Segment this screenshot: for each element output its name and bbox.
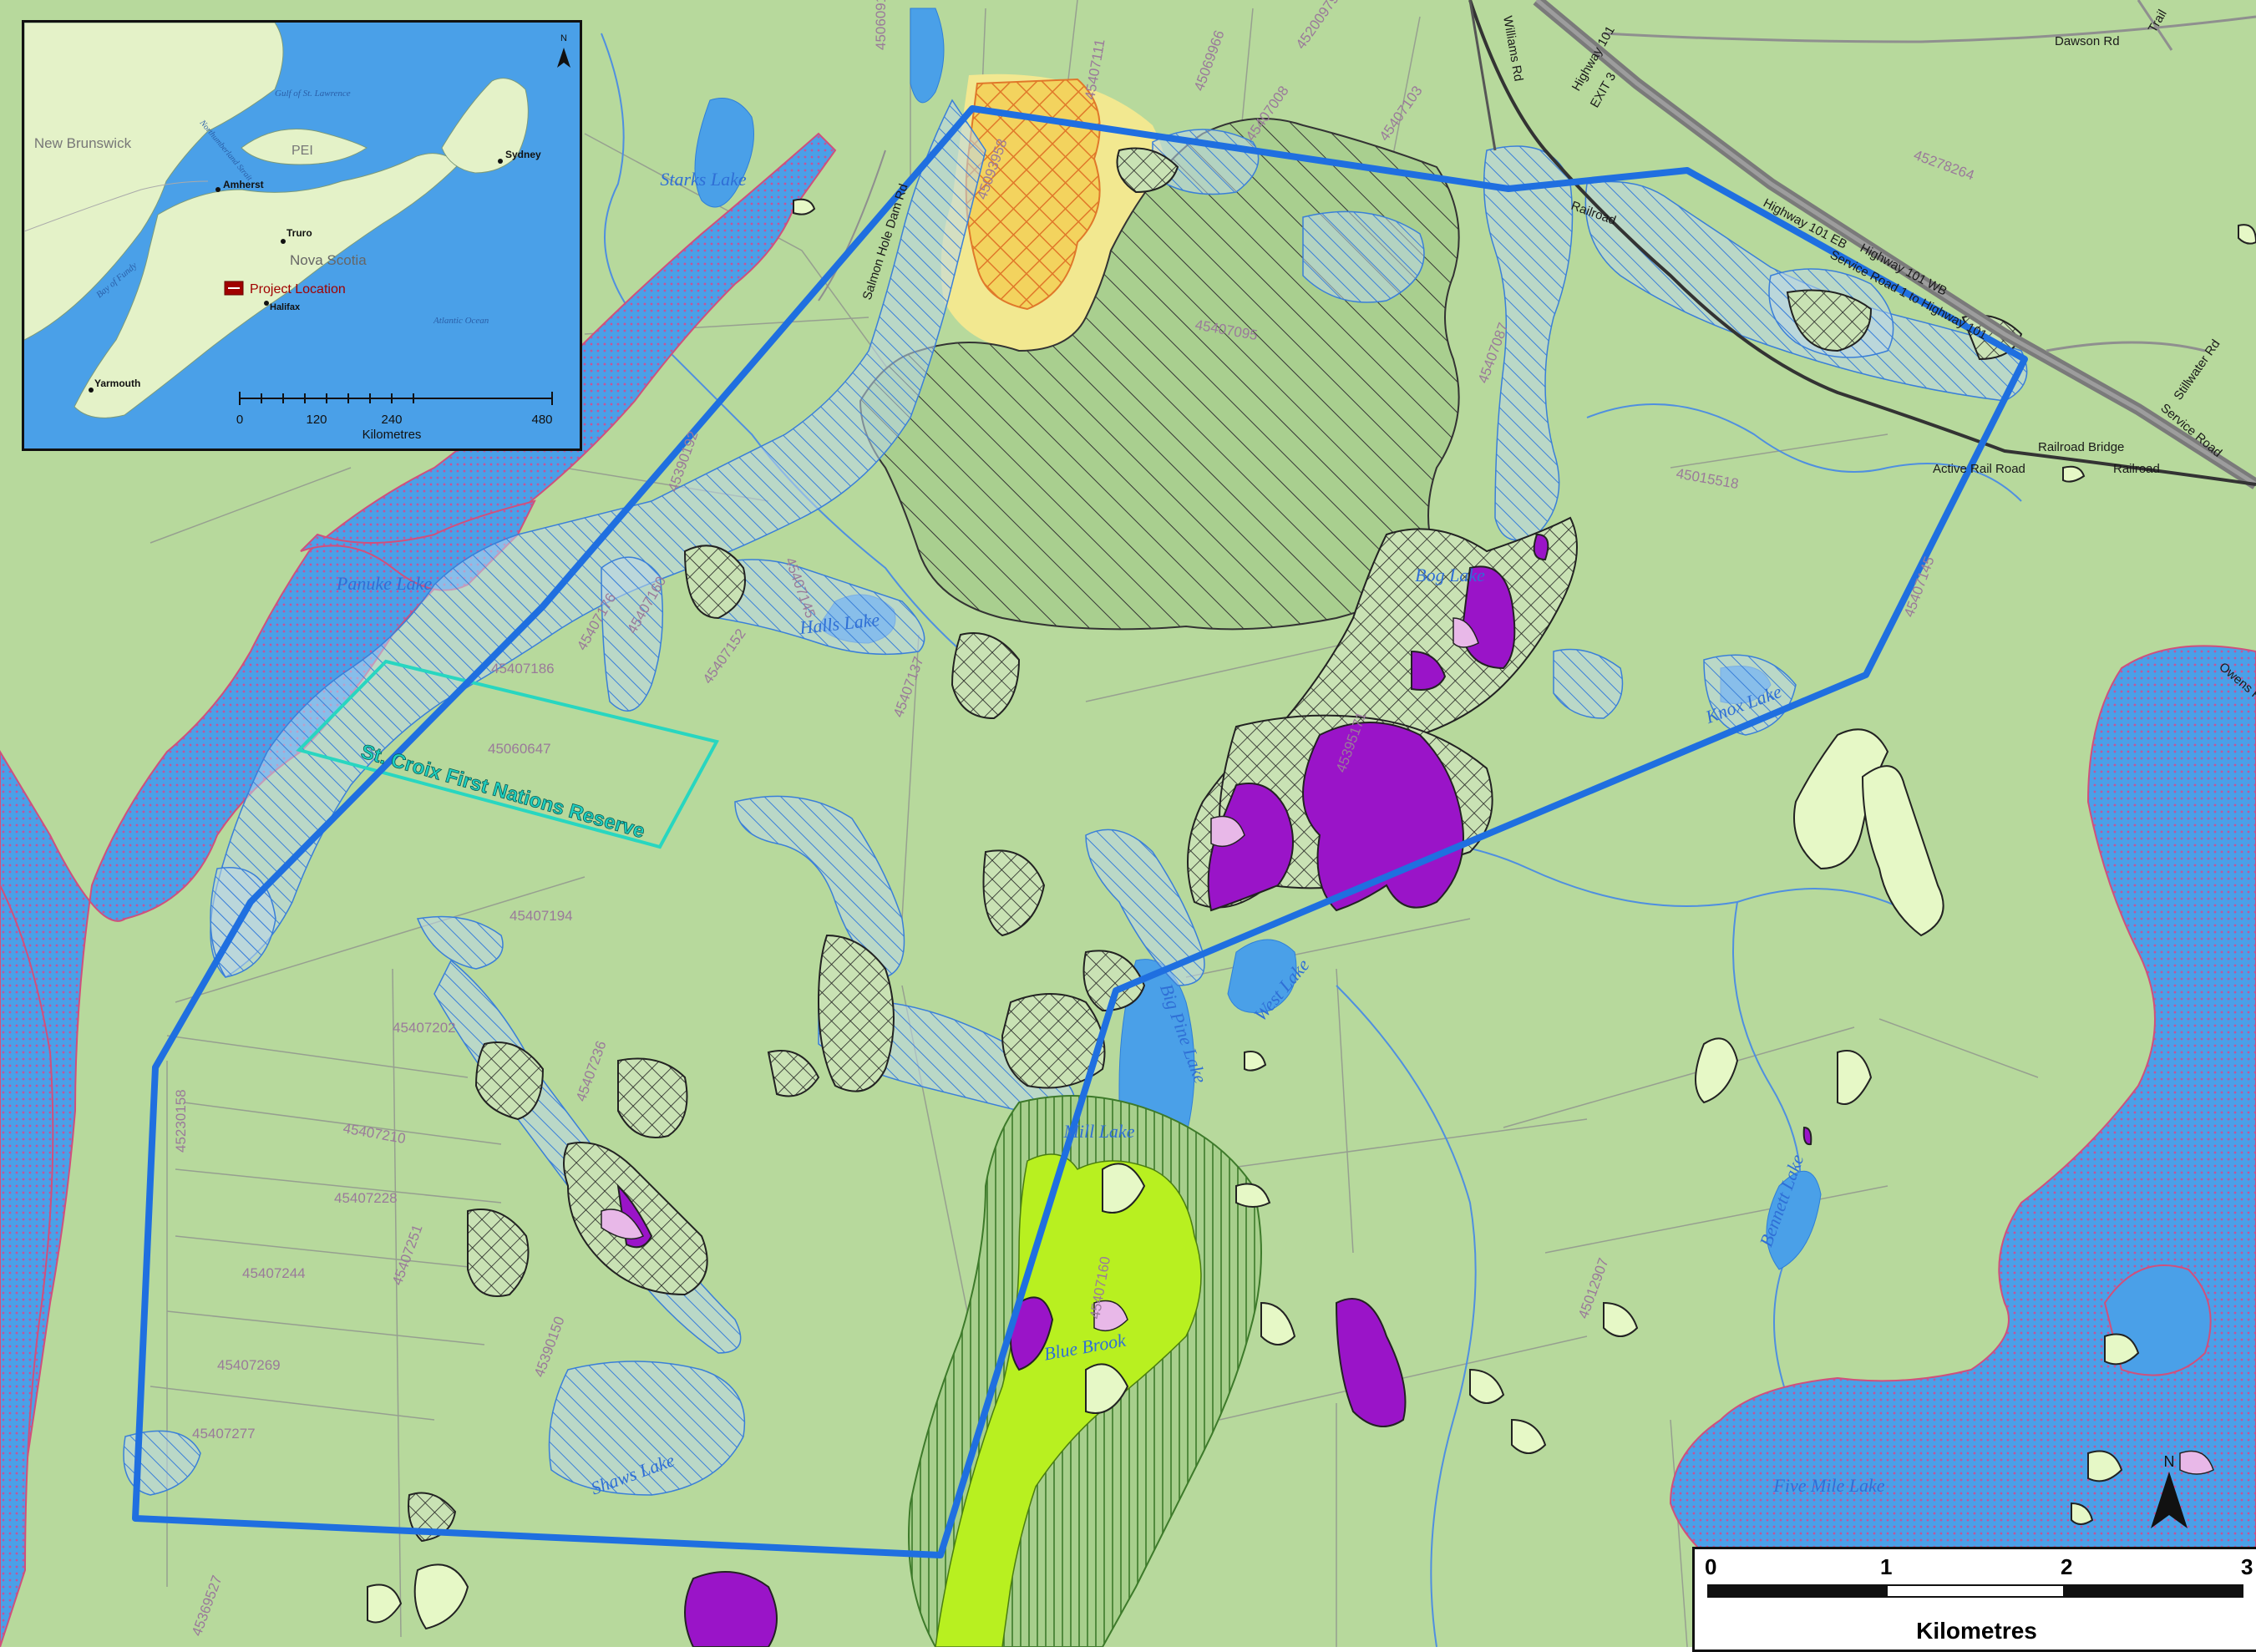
parcel-label: 45407269	[217, 1357, 281, 1373]
scale-bar: 0 1 2 3 Kilometres	[1692, 1547, 2256, 1652]
scale-tick-3: 3	[2241, 1554, 2253, 1579]
dawson-rd-label: Dawson Rd	[2055, 34, 2120, 48]
starks-lake	[694, 98, 754, 208]
inset-pei-label: PEI	[292, 144, 313, 158]
panuke-lake-label: Panuke Lake	[336, 573, 432, 594]
inset-mainland	[24, 23, 284, 341]
study-area-boundary	[132, 105, 2028, 1558]
parcel-label: 45407277	[192, 1426, 256, 1442]
starks-lake-label: Starks Lake	[660, 169, 747, 190]
inset-sydney-label: Sydney	[505, 149, 541, 160]
highway-101-center	[1535, 0, 2256, 487]
svg-text:N: N	[2164, 1453, 2175, 1470]
pink-wetlands	[601, 617, 2214, 1475]
inset-pei	[241, 129, 368, 165]
scale-segment-2	[1886, 1584, 2065, 1598]
sydney-dot	[498, 159, 503, 164]
inset-scale-bar	[239, 392, 553, 405]
railroad-bridge-label: Railroad Bridge	[2038, 440, 2124, 454]
five-mile-lake-water	[1669, 645, 2256, 1647]
inset-yarmouth-label: Yarmouth	[94, 378, 140, 389]
north-arrow: N	[2151, 1453, 2188, 1528]
parcel-label: 45407194	[510, 908, 573, 924]
inset-project-location-label: Project Location	[250, 282, 346, 296]
railroad-label-east: Railroad	[2113, 462, 2160, 476]
inset-scale-tick-120: 120	[306, 413, 327, 427]
scale-tick-0: 0	[1705, 1554, 1717, 1579]
halifax-dot	[264, 301, 269, 306]
inset-truro-label: Truro	[286, 227, 312, 239]
parcel-label: 45407186	[491, 661, 555, 677]
parcel-label: 45407202	[393, 1020, 456, 1036]
parcel-lines	[150, 0, 2256, 1647]
amherst-dot	[215, 187, 221, 192]
scale-segment-1	[1707, 1584, 1886, 1598]
inset-scale-unit: Kilometres	[362, 428, 422, 442]
inset-atlantic-label: Atlantic Ocean	[433, 316, 489, 326]
salmon-hole-road	[818, 149, 886, 302]
inset-location-map: New Brunswick PEI Gulf of St. Lawrence N…	[22, 20, 582, 451]
bennett-lake	[1766, 1170, 1822, 1270]
five-mile-lake-label: Five Mile Lake	[1772, 1475, 1884, 1496]
pale-wetlands	[367, 198, 2256, 1630]
svg-text:N: N	[560, 33, 567, 43]
bog-lake-label: Bog Lake	[1415, 565, 1485, 585]
inset-new-brunswick-label: New Brunswick	[34, 135, 132, 151]
parcel-label: 45060919	[873, 0, 889, 50]
inset-cape-breton	[441, 78, 529, 174]
inset-scale-tick-0: 0	[236, 413, 243, 427]
top-lake	[910, 8, 945, 104]
active-rail-road-label: Active Rail Road	[1933, 462, 2025, 476]
inset-halifax-label: Halifax	[270, 302, 301, 312]
parcel-label: 45407244	[242, 1265, 306, 1281]
inset-nova-scotia-label: Nova Scotia	[290, 252, 367, 268]
scale-tick-1: 1	[1880, 1554, 1893, 1579]
roads	[818, 0, 2256, 489]
lime-wetland	[935, 1153, 1202, 1647]
orange-hatch-zone	[965, 78, 1101, 311]
west-lake	[1227, 939, 1297, 1013]
truro-dot	[281, 239, 286, 244]
panuke-water-west-2	[0, 884, 54, 1647]
gray-roads	[1603, 0, 2256, 352]
parcel-label: 45230158	[173, 1089, 189, 1153]
parcel-label: 45407228	[334, 1190, 398, 1206]
scale-segment-3	[2065, 1584, 2243, 1598]
williams-road	[1468, 0, 1497, 151]
inset-scale-tick-240: 240	[381, 413, 402, 427]
streams	[601, 33, 2022, 1647]
inset-nova-scotia	[74, 153, 459, 418]
scale-tick-2: 2	[2061, 1554, 2073, 1579]
railroad	[1468, 0, 2256, 486]
parcel-label: 45060647	[488, 741, 551, 757]
inset-scale-tick-480: 480	[531, 413, 552, 427]
st-croix-reserve-boundary	[296, 659, 719, 849]
yarmouth-dot	[89, 388, 94, 393]
inset-nb-border	[24, 180, 209, 232]
mill-lake-label: Mill Lake	[1063, 1121, 1135, 1142]
scale-unit-label: Kilometres	[1916, 1618, 2037, 1644]
inset-north-arrow: N	[557, 33, 570, 68]
inset-gulf-label: Gulf of St. Lawrence	[275, 89, 351, 99]
inset-amherst-label: Amherst	[223, 179, 264, 190]
